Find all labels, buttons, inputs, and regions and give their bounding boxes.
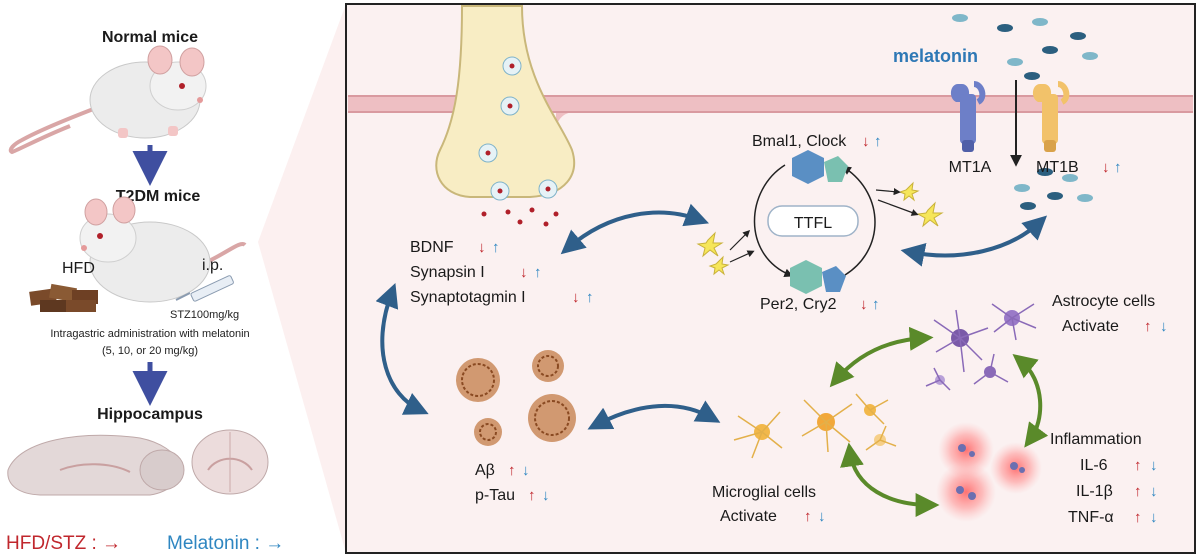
microglial-red-arrow: ↑	[804, 508, 812, 525]
astrocyte-cells-illustration	[925, 303, 1037, 391]
synaptotagmin-red-arrow: ↓	[572, 289, 580, 306]
microglial-blue-arrow: ↓	[818, 508, 826, 525]
mt1a-receptor	[950, 81, 986, 152]
normal-mouse-illustration	[8, 45, 207, 155]
syringe-icon	[175, 275, 234, 302]
arrow-synapse-abeta	[375, 283, 429, 415]
hippocampus-label: Hippocampus	[97, 406, 203, 423]
il1b-label: IL-1β	[1076, 483, 1113, 500]
abeta-blue-arrow: ↓	[522, 462, 530, 479]
microglial-activate-label: Activate	[720, 508, 777, 525]
synaptotagmin-blue-arrow: ↑	[586, 289, 594, 306]
bmal-red-arrow: ↓	[862, 133, 870, 150]
ip-label: i.p.	[202, 257, 223, 274]
admin-line-2: (5, 10, or 20 mg/kg)	[102, 345, 198, 357]
bdnf-blue-arrow: ↑	[492, 239, 500, 256]
arrow-abeta-microglia	[587, 400, 721, 430]
presynaptic-terminal	[435, 5, 576, 227]
per-red-arrow: ↓	[860, 296, 868, 313]
tnfa-label: TNF-α	[1068, 509, 1114, 526]
ttfl-box	[767, 205, 859, 237]
hfd-label: HFD	[62, 260, 95, 277]
per-blue-arrow: ↑	[872, 296, 880, 313]
ttfl-label: TTFL	[794, 215, 832, 232]
hfd-food-pellets	[29, 283, 98, 312]
arrow-ttfl-mt1b	[900, 215, 1048, 267]
astrocyte-activate-label: Activate	[1062, 318, 1119, 335]
il1b-red-arrow: ↑	[1134, 483, 1142, 500]
inflammation-label: Inflammation	[1050, 431, 1142, 448]
arrow-bdnf-ttfl	[560, 203, 709, 255]
arrow-astrocyte-inflammation	[1012, 353, 1049, 448]
synapsin-red-arrow: ↓	[520, 264, 528, 281]
synaptotagmin-label: Synaptotagmin I	[410, 289, 526, 306]
arrow-microglia-inflammation	[840, 442, 940, 517]
bdnf-label: BDNF	[410, 239, 454, 256]
normal-mice-label: Normal mice	[102, 29, 198, 46]
abeta-red-arrow: ↑	[508, 462, 516, 479]
il6-red-arrow: ↑	[1134, 457, 1142, 474]
mt1b-label: MT1B	[1036, 159, 1079, 176]
stz-dose-label: STZ100mg/kg	[170, 309, 239, 321]
main-panel: melatonin MT1A	[345, 3, 1196, 554]
ptau-red-arrow: ↑	[528, 487, 536, 504]
mt1b-down-arrow: ↑	[1114, 159, 1122, 176]
inflammation-cells-illustration	[936, 422, 1042, 522]
amyloid-tau-clumps	[456, 350, 576, 446]
bdnf-red-arrow: ↓	[478, 239, 486, 256]
t2dm-mouse-illustration	[79, 196, 247, 303]
synapsin-blue-arrow: ↑	[534, 264, 542, 281]
il6-label: IL-6	[1080, 457, 1108, 474]
melatonin-molecules	[952, 14, 1098, 210]
il1b-blue-arrow: ↓	[1150, 483, 1158, 500]
astrocyte-blue-arrow: ↓	[1160, 318, 1168, 335]
microglial-label: Microglial cells	[712, 484, 816, 501]
synapsin-label: Synapsin I	[410, 264, 485, 281]
mt1b-up-arrow: ↓	[1102, 159, 1110, 176]
il6-blue-arrow: ↓	[1150, 457, 1158, 474]
arrow-microglia-astrocyte	[829, 326, 934, 388]
tnfa-red-arrow: ↑	[1134, 509, 1142, 526]
ttfl-cycle: TTFL	[696, 150, 944, 294]
per-cry-label: Per2, Cry2	[760, 296, 837, 313]
left-panel: Normal mice T2DM mice HFD	[6, 29, 284, 554]
brain-sagittal-illustration	[7, 434, 185, 496]
legend-melatonin: Melatonin : →	[167, 533, 284, 554]
astrocyte-red-arrow: ↑	[1144, 318, 1152, 335]
mt1b-receptor	[1032, 81, 1070, 152]
astrocyte-label: Astrocyte cells	[1052, 293, 1155, 310]
zoom-cone	[258, 4, 346, 553]
bmal-clock-label: Bmal1, Clock	[752, 133, 847, 150]
legend-hfd-stz: HFD/STZ : →	[6, 533, 121, 554]
ptau-blue-arrow: ↓	[542, 487, 550, 504]
mt1a-label: MT1A	[949, 159, 992, 176]
abeta-label: Aβ	[475, 462, 495, 479]
brain-coronal-illustration	[191, 429, 269, 495]
bmal-blue-arrow: ↑	[874, 133, 882, 150]
ptau-label: p-Tau	[475, 487, 515, 504]
tnfa-blue-arrow: ↓	[1150, 509, 1158, 526]
melatonin-label: melatonin	[893, 46, 978, 66]
admin-line-1: Intragastric administration with melaton…	[50, 328, 249, 340]
t2dm-mice-label: T2DM mice	[116, 188, 201, 205]
